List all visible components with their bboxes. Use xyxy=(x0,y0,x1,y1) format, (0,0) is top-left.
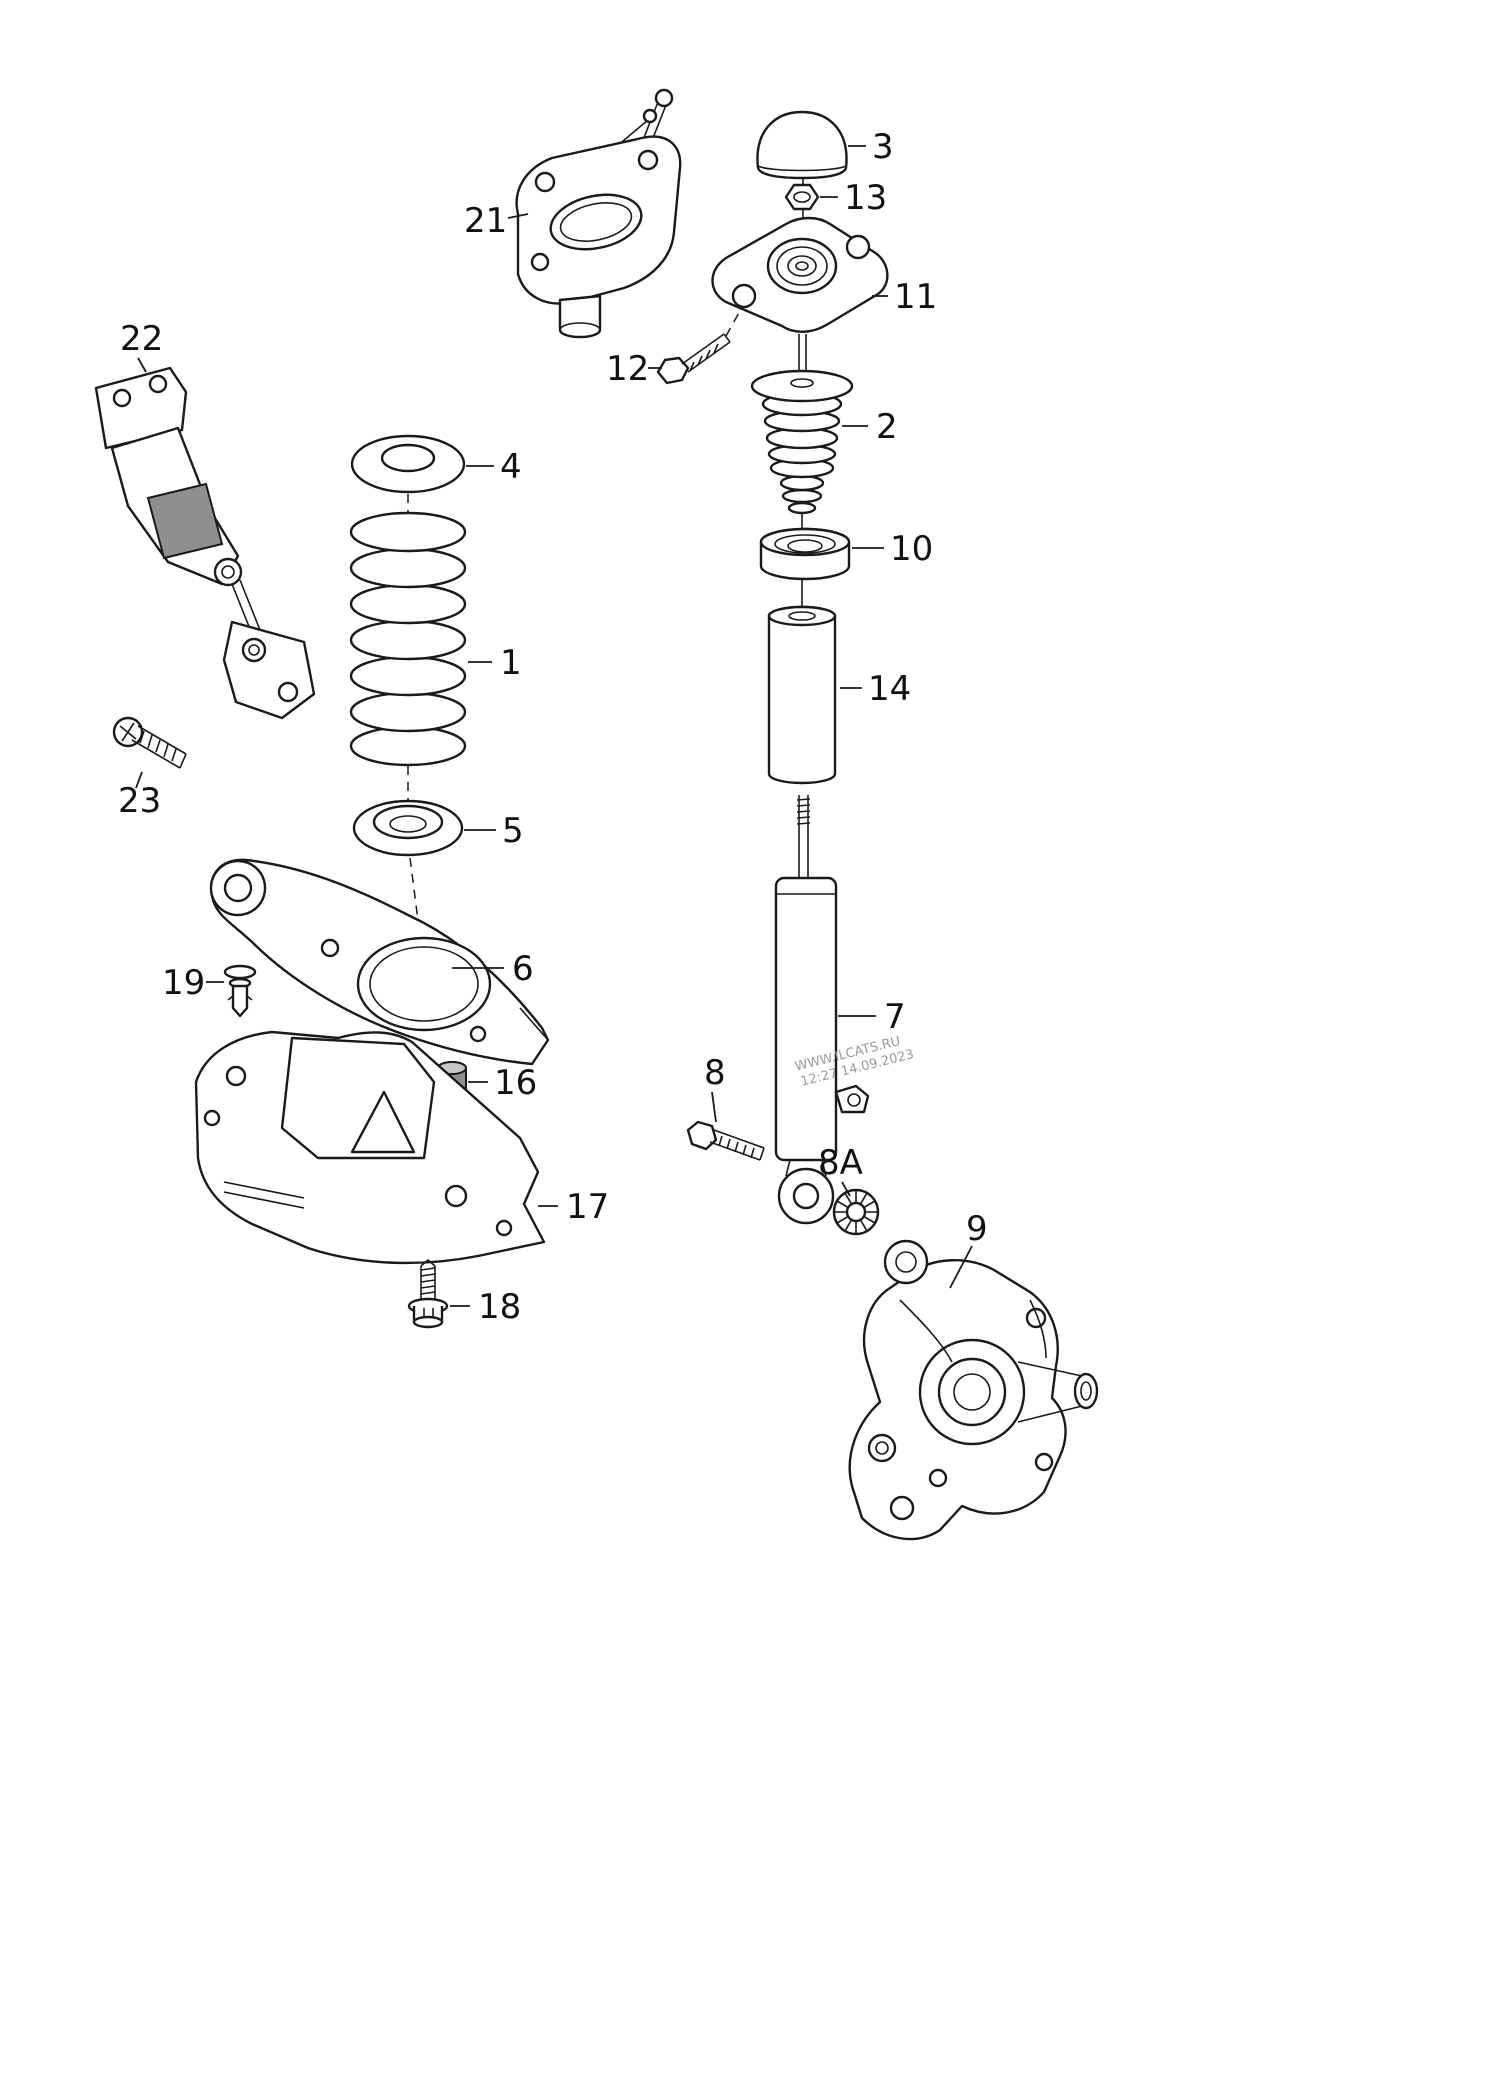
callout-4-label: 4 xyxy=(500,447,522,487)
callout-9-leader xyxy=(949,1245,973,1289)
lower-control-arm xyxy=(209,858,550,1066)
control-arm-cover xyxy=(194,1030,546,1265)
callout-14-label: 14 xyxy=(868,669,911,709)
callout-22-label: 22 xyxy=(120,319,163,359)
callout-8-label: 8 xyxy=(704,1053,726,1093)
callout-7-label: 7 xyxy=(884,997,906,1037)
protective-tube xyxy=(767,605,837,785)
callout-23-leader xyxy=(135,771,143,789)
serrated-washer xyxy=(832,1188,880,1236)
coil-spring xyxy=(349,511,467,767)
callout-16-label: 16 xyxy=(494,1063,537,1103)
callout-6-label: 6 xyxy=(512,949,534,989)
lower-bolt xyxy=(686,1120,765,1161)
sensor-bracket xyxy=(94,366,316,720)
wheel-bearing-housing xyxy=(848,1239,1099,1541)
protective-cap xyxy=(759,527,851,581)
shock-absorber xyxy=(774,795,870,1225)
callout-10-label: 10 xyxy=(890,529,933,569)
callout-8-leader xyxy=(711,1091,717,1123)
callout-8a-label: 8A xyxy=(818,1143,863,1183)
upper-spring-pad xyxy=(350,434,466,494)
callout-13-label: 13 xyxy=(844,178,887,218)
callout-8a-leader xyxy=(841,1181,851,1197)
bracket-screw xyxy=(112,716,187,769)
callout-9-label: 9 xyxy=(966,1209,988,1249)
hex-nut xyxy=(784,183,820,211)
callout-18-label: 18 xyxy=(478,1287,521,1327)
callout-11-label: 11 xyxy=(894,277,937,317)
callouts: 3 13 11 12 2 10 14 21 22 23 4 1 5 6 19 1… xyxy=(118,127,988,1327)
bump-stop xyxy=(750,369,854,515)
callout-22-leader xyxy=(137,357,147,373)
callout-12-label: 12 xyxy=(606,349,649,389)
callout-5-label: 5 xyxy=(502,811,524,851)
callout-19-label: 19 xyxy=(162,963,205,1003)
push-clip xyxy=(223,964,257,1018)
mount-bolt xyxy=(656,333,731,385)
callout-1-label: 1 xyxy=(500,643,522,683)
callout-17-label: 17 xyxy=(566,1187,609,1227)
callout-21-leader xyxy=(507,213,529,219)
upper-strut-mount xyxy=(711,216,889,370)
callout-3-label: 3 xyxy=(872,127,894,167)
upper-bracket xyxy=(515,88,682,339)
callout-21-label: 21 xyxy=(464,201,507,241)
callout-23-label: 23 xyxy=(118,781,161,821)
cover-bolt xyxy=(407,1258,449,1329)
dome-cap xyxy=(756,110,848,180)
lower-spring-pad xyxy=(352,799,464,857)
callout-2-label: 2 xyxy=(876,407,898,447)
